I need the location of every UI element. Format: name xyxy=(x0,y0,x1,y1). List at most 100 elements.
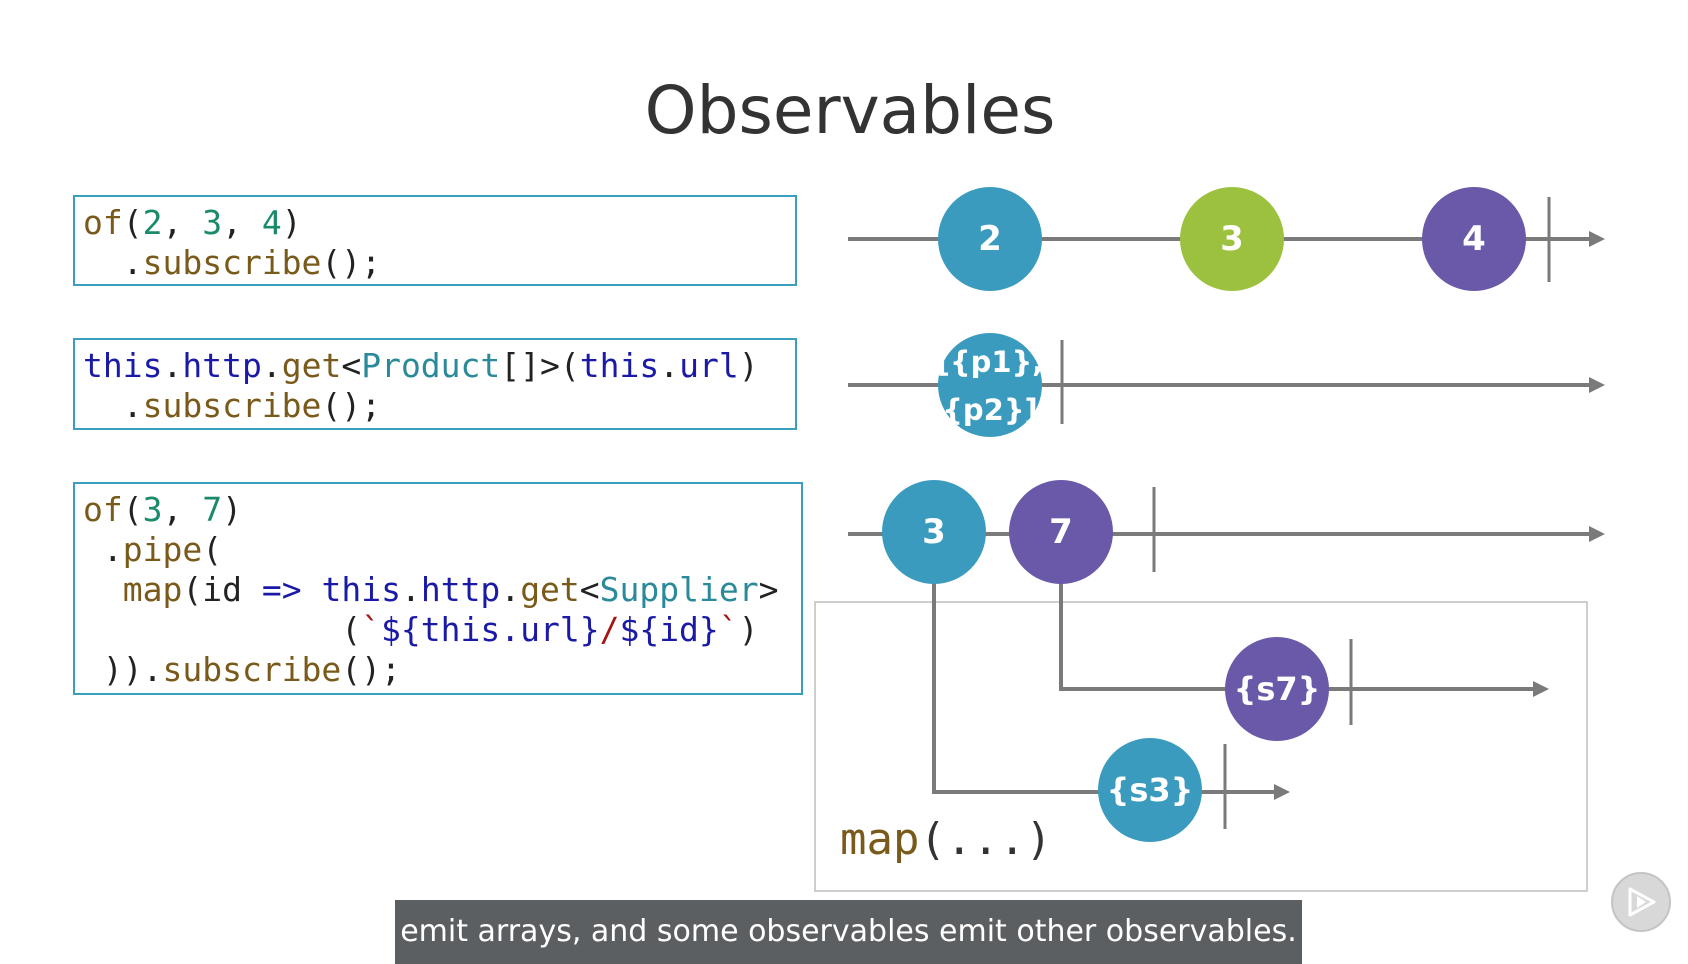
code-token: ` xyxy=(361,610,382,649)
code-token: map xyxy=(122,570,183,609)
code-token: , xyxy=(222,203,262,242)
code-token: ) xyxy=(738,610,759,649)
marble-id-7-label: 7 xyxy=(1049,512,1073,552)
code-token: http xyxy=(182,346,262,385)
code-token: / xyxy=(599,610,620,649)
timeline-row-2-arrowhead xyxy=(1589,377,1605,393)
code-token: ( xyxy=(122,490,143,529)
marble-products-array-label-line-1: [{p1}, xyxy=(937,345,1044,379)
code-token: > xyxy=(758,570,779,609)
inner-timeline-3-arrowhead xyxy=(1274,784,1290,800)
marble-id-3-label: 3 xyxy=(922,512,946,552)
code-token: url xyxy=(679,346,739,385)
code-token: . xyxy=(83,530,123,569)
code-token: subscribe xyxy=(142,386,322,425)
code-token: )). xyxy=(83,650,163,689)
code-block-http-get-products: this.http.get<Product[]>(this.url) .subs… xyxy=(73,338,797,430)
code-token: Supplier xyxy=(599,570,759,609)
code-token: ( xyxy=(202,530,223,569)
slide-title: Observables xyxy=(644,72,1056,149)
player-logo-button[interactable] xyxy=(1611,872,1671,932)
code-line: (`${this.url}/${id}`) xyxy=(83,610,801,650)
map-operator-args: (...) xyxy=(919,814,1052,865)
code-token: ) xyxy=(222,490,242,529)
timeline-row-3-arrowhead xyxy=(1589,526,1605,542)
code-token: 2 xyxy=(142,203,163,242)
marble-value-2-label: 2 xyxy=(978,219,1002,259)
marble-id-3: 3 xyxy=(882,480,986,584)
code-line: )).subscribe(); xyxy=(83,650,801,690)
code-token: pipe xyxy=(122,530,203,569)
code-token: . xyxy=(83,243,143,282)
code-token: . xyxy=(400,570,421,609)
marble-value-3: 3 xyxy=(1180,187,1284,291)
code-token: (id xyxy=(182,570,262,609)
code-token: this xyxy=(321,570,401,609)
map-operator-fn: map xyxy=(840,814,920,865)
inner-connector-7 xyxy=(1059,565,1535,691)
code-token: => xyxy=(261,570,302,609)
code-token: subscribe xyxy=(142,243,322,282)
code-token: of xyxy=(83,490,123,529)
code-token: , xyxy=(162,490,203,529)
marble-products-array-label-line-2: {p2}] xyxy=(942,393,1037,427)
code-line: of(3, 7) xyxy=(83,490,801,530)
code-token: of xyxy=(83,203,123,242)
marble-supplier-s7-label: {s7} xyxy=(1234,670,1321,708)
subtitle-caption: emit arrays, and some observables emit o… xyxy=(395,900,1302,964)
marble-supplier-s3: {s3} xyxy=(1098,738,1202,842)
code-block-of-2-3-4: of(2, 3, 4) .subscribe(); xyxy=(73,195,797,286)
code-token: this xyxy=(579,346,660,385)
marble-value-2: 2 xyxy=(938,187,1042,291)
code-token: http xyxy=(420,570,501,609)
code-block-of-3-7-pipe-map: of(3, 7) .pipe( map(id => this.http.get<… xyxy=(73,482,803,695)
code-token: ${id} xyxy=(619,610,719,649)
code-token: ( xyxy=(122,203,143,242)
code-token: (); xyxy=(321,243,382,282)
code-token: get xyxy=(520,570,580,609)
code-line: map(id => this.http.get<Supplier> xyxy=(83,570,801,610)
marble-id-7: 7 xyxy=(1009,480,1113,584)
code-line: this.http.get<Product[]>(this.url) xyxy=(83,346,795,386)
inner-timeline-7-arrowhead xyxy=(1533,681,1549,697)
code-token: (); xyxy=(321,386,382,425)
marble-value-3-label: 3 xyxy=(1220,219,1244,259)
code-token: . xyxy=(659,346,680,385)
code-token: , xyxy=(162,203,203,242)
play-logo-icon xyxy=(1628,887,1656,917)
code-line: .pipe( xyxy=(83,530,801,570)
code-line: .subscribe(); xyxy=(83,243,795,283)
code-token: (); xyxy=(341,650,401,689)
code-token: []>( xyxy=(500,346,580,385)
code-token: < xyxy=(341,346,362,385)
map-operator-label: map(...) xyxy=(840,814,1052,865)
map-operator-box xyxy=(814,601,1588,892)
code-token: ( xyxy=(83,610,362,649)
code-token: . xyxy=(83,386,143,425)
code-token: ${this.url} xyxy=(381,610,600,649)
code-line: of(2, 3, 4) xyxy=(83,203,795,243)
code-token: . xyxy=(162,346,183,385)
marble-value-4-label: 4 xyxy=(1462,219,1486,259)
code-token: ` xyxy=(718,610,739,649)
code-token: < xyxy=(579,570,600,609)
marble-products-array: [{p1}, {p2}] xyxy=(937,333,1044,437)
code-token: subscribe xyxy=(162,650,342,689)
code-token: 7 xyxy=(202,490,223,529)
code-token: 4 xyxy=(261,203,282,242)
code-token: . xyxy=(500,570,521,609)
code-token: 3 xyxy=(142,490,163,529)
marble-supplier-s3-label: {s3} xyxy=(1107,771,1194,809)
marble-supplier-s7: {s7} xyxy=(1225,637,1329,741)
code-token: get xyxy=(281,346,342,385)
code-token: this xyxy=(83,346,163,385)
code-token: 3 xyxy=(202,203,223,242)
timeline-row-1-arrowhead xyxy=(1589,231,1605,247)
code-token: Product xyxy=(361,346,501,385)
code-line: .subscribe(); xyxy=(83,386,795,426)
marble-value-4: 4 xyxy=(1422,187,1526,291)
code-token: ) xyxy=(281,203,302,242)
code-token: . xyxy=(261,346,282,385)
code-token: ) xyxy=(738,346,759,385)
